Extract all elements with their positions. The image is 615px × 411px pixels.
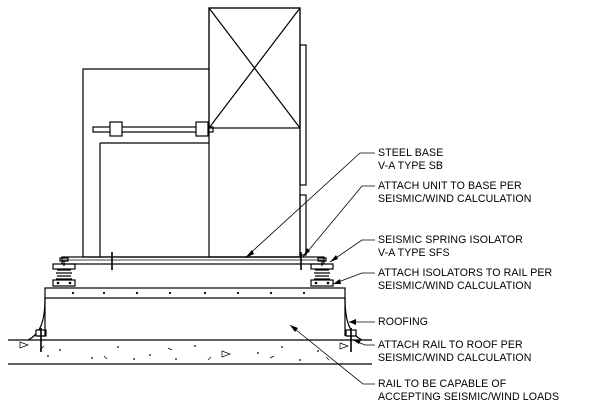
callout-steel-base-line2: V-A TYPE SB [378,160,443,172]
callout-attach-unit-line2: SEISMIC/WIND CALCULATION [378,193,531,205]
roofing-membrane [27,297,363,341]
callout-rail-capable-line2: ACCEPTING SEISMIC/WIND LOADS [378,391,559,403]
steel-base [61,252,325,270]
callout-roofing: ROOFING [378,316,428,328]
roof-deck [8,339,372,365]
callout-spring-isolator: SEISMIC SPRING ISOLATOR V-A TYPE SFS [378,234,523,259]
callout-attach-rail-line1: ATTACH RAIL TO ROOF PER [378,339,523,351]
callout-attach-isolators-line1: ATTACH ISOLATORS TO RAIL PER [378,267,553,279]
callout-rail-capable-line1: RAIL TO BE CAPABLE OF [378,378,507,390]
callout-spring-isolator-line1: SEISMIC SPRING ISOLATOR [378,234,523,246]
callout-roofing-line1: ROOFING [378,316,428,328]
callout-attach-rail: ATTACH RAIL TO ROOF PER SEISMIC/WIND CAL… [378,339,531,364]
callout-rail-capable: RAIL TO BE CAPABLE OF ACCEPTING SEISMIC/… [378,378,559,403]
callout-attach-unit: ATTACH UNIT TO BASE PER SEISMIC/WIND CAL… [378,180,531,205]
rooftop-unit [82,7,307,258]
leader-lines [244,152,375,385]
spring-isolator-left [52,257,76,287]
spring-isolator-right [310,257,334,287]
callout-attach-isolators-line2: SEISMIC/WIND CALCULATION [378,280,531,292]
equipment-rail [44,287,346,336]
concrete-aggregate-dots [47,345,319,361]
callout-attach-unit-line1: ATTACH UNIT TO BASE PER [378,180,522,192]
callout-attach-rail-line2: SEISMIC/WIND CALCULATION [378,352,531,364]
rail-anchor-left [35,328,47,352]
callout-spring-isolator-line2: V-A TYPE SFS [378,247,450,259]
rail-anchor-right [345,328,357,352]
callout-attach-isolators: ATTACH ISOLATORS TO RAIL PER SEISMIC/WIN… [378,267,553,292]
callout-steel-base: STEEL BASE V-A TYPE SB [378,147,443,172]
callout-steel-base-line1: STEEL BASE [378,147,443,159]
